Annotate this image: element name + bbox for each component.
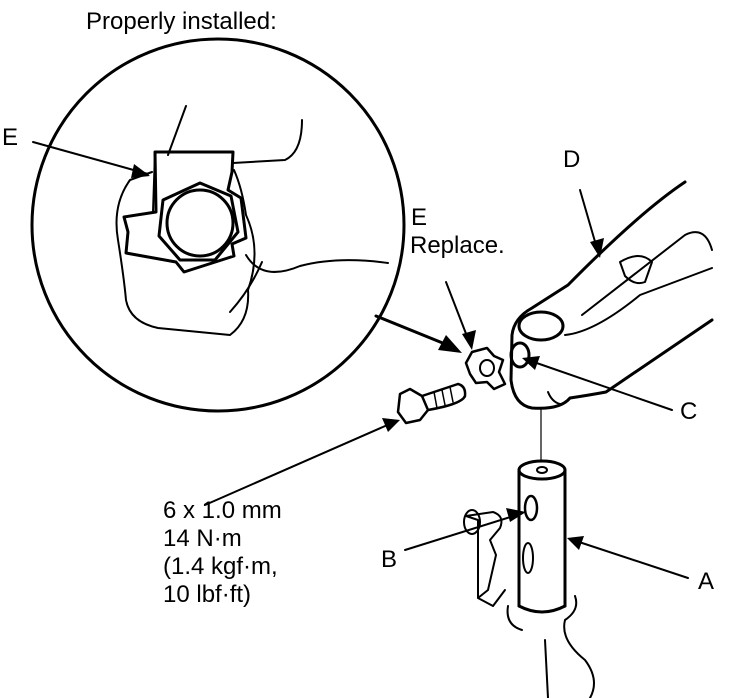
label-e-detail: E <box>2 124 19 151</box>
detail-pointer-arrow <box>374 314 457 350</box>
pin-top <box>517 459 567 481</box>
pin-center-hole <box>536 466 548 474</box>
knuckle-bracket-base <box>477 589 506 607</box>
bolt-spec-block: 6 x 1.0 mm 14 N·m (1.4 kgf·m, 10 lbf·ft) <box>163 497 282 609</box>
flange-bolt <box>396 382 467 425</box>
arrowhead-b <box>506 508 526 522</box>
leader-b <box>404 513 521 551</box>
leader-bolt <box>204 422 393 506</box>
knuckle-bracket <box>465 511 503 599</box>
detail-callout <box>30 37 406 413</box>
arrowhead-bolt <box>382 418 400 432</box>
detail-contour-top <box>232 119 303 164</box>
bolt-threads <box>433 386 454 409</box>
leader-c <box>527 359 673 411</box>
label-a: A <box>698 568 715 595</box>
bolt-torque-kgfm: (1.4 kgf·m, <box>163 553 278 580</box>
bolt-face-circle <box>165 188 235 258</box>
pin-hole-b <box>523 494 539 522</box>
pin-groove <box>522 542 534 574</box>
knuckle-bracket-boss <box>463 509 481 535</box>
hex-bolt-head <box>157 181 240 262</box>
knuckle-pin-a <box>506 459 595 698</box>
arrowhead-e-assembly <box>462 330 476 350</box>
clip-e-detail <box>122 150 248 274</box>
lower-arm-d <box>509 180 714 410</box>
arm-boss <box>619 255 653 285</box>
arm-lower-edge <box>547 391 561 405</box>
bolt-hex <box>396 387 430 425</box>
detail-contour-right <box>245 254 389 273</box>
callout-title: Properly installed: <box>86 8 277 35</box>
leader-e-detail <box>32 141 149 175</box>
leader-a <box>572 539 689 579</box>
label-c: C <box>680 398 698 425</box>
label-e-replace: Replace. <box>410 232 505 259</box>
clip-e-fold <box>152 151 156 213</box>
label-b: B <box>381 546 398 573</box>
arm-outline <box>509 180 714 410</box>
arm-inner-rib-bottom <box>564 267 713 336</box>
bolt-torque-nm: 14 N·m <box>163 525 242 552</box>
arrowhead-d <box>590 238 604 258</box>
clip-e-hole <box>479 359 495 377</box>
label-d: D <box>563 146 581 173</box>
bolt-torque-lbfft: 10 lbf·ft) <box>163 581 252 608</box>
arm-ball-socket <box>517 310 565 342</box>
arm-bolt-hole-c <box>509 341 531 369</box>
detail-contour-bottom <box>229 261 263 313</box>
detail-contour-left <box>167 105 187 156</box>
bolt-shank <box>420 382 467 412</box>
detail-pointer-head <box>438 335 462 353</box>
knuckle-right <box>563 595 595 698</box>
mount-body <box>115 169 256 336</box>
bolt-size: 6 x 1.0 mm <box>163 497 282 524</box>
arrowhead-e-detail <box>131 164 150 178</box>
arm-inner-rib-top <box>581 231 713 316</box>
clip-e-assembly <box>464 346 507 391</box>
pin-bottom-edge <box>517 604 567 614</box>
label-e-assembly: E <box>411 204 428 231</box>
knuckle-left-post <box>544 639 549 698</box>
detail-circle <box>30 37 406 413</box>
knuckle-collar <box>506 605 523 631</box>
arrowhead-c <box>522 356 540 370</box>
arrowhead-a <box>567 536 584 550</box>
